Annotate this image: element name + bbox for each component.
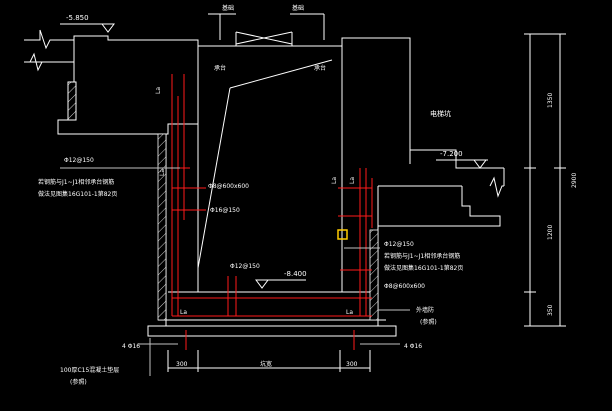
dim-350: 350 bbox=[547, 304, 554, 316]
la-label-5: La bbox=[180, 309, 187, 316]
dim-right-300: 300 bbox=[346, 361, 358, 368]
left-rebar-spec: Φ12@150 bbox=[64, 157, 94, 164]
label-mid-left: 承台 bbox=[214, 64, 226, 72]
label-top-left: 基础 bbox=[222, 4, 234, 12]
dim-1200: 1200 bbox=[547, 225, 554, 240]
right-beam-size: Φ8@600x600 bbox=[384, 283, 425, 290]
dim-left-300: 300 bbox=[176, 361, 188, 368]
bottom-rebar-spec: Φ12@150 bbox=[230, 263, 260, 270]
la-label-3: La bbox=[331, 177, 338, 184]
selection-marker[interactable] bbox=[337, 229, 348, 240]
right-rebar-note-1: 若钢筋与J1~J1相邻承台钢筋 bbox=[384, 252, 460, 260]
masonry-walls bbox=[157, 133, 379, 321]
dimension-lines bbox=[167, 33, 566, 372]
la-label-1: La bbox=[155, 87, 162, 94]
cushion-note-1: 100厚C15混凝土垫层 bbox=[60, 366, 119, 374]
left-bars-label: 4 Φ16 bbox=[122, 343, 140, 350]
elevation-right: -7.200 bbox=[440, 150, 463, 158]
waterproof-label: 外墙防 bbox=[416, 306, 434, 314]
waterproof-note: (参照) bbox=[420, 318, 437, 326]
elevation-top: -5.850 bbox=[66, 14, 89, 22]
cushion-note-2: (参照) bbox=[70, 378, 87, 386]
right-rebar-spec: Φ12@150 bbox=[384, 241, 414, 248]
right-bars-label: 4 Φ16 bbox=[404, 343, 422, 350]
label-mid-right: 承台 bbox=[314, 64, 326, 72]
right-rebar-note-2: 做法见图集16G101-1第82页 bbox=[384, 264, 463, 272]
slope-line bbox=[197, 59, 333, 269]
leader-lines bbox=[60, 167, 410, 376]
elevation-markers bbox=[60, 23, 488, 289]
dim-1350: 1350 bbox=[547, 93, 554, 108]
elevator-door-mark bbox=[208, 13, 325, 46]
inner-rebar-spec: Φ16@150 bbox=[210, 207, 240, 214]
label-top-right: 基础 bbox=[292, 4, 304, 12]
la-label-2: La bbox=[159, 169, 166, 176]
pit-label: 电梯坑 bbox=[430, 109, 451, 118]
beam-size: Φ8@600x600 bbox=[208, 183, 249, 190]
elevation-bottom: -8.400 bbox=[284, 270, 307, 278]
la-label-4: La bbox=[349, 177, 356, 184]
left-rebar-note-2: 做法见图集16G101-1第82页 bbox=[38, 190, 117, 198]
la-label-6: La bbox=[346, 309, 353, 316]
dim-center: 坑宽 bbox=[260, 360, 272, 368]
left-rebar-note-1: 若钢筋与J1~J1相邻承台钢筋 bbox=[38, 178, 114, 186]
dim-2900: 2900 bbox=[571, 173, 578, 188]
